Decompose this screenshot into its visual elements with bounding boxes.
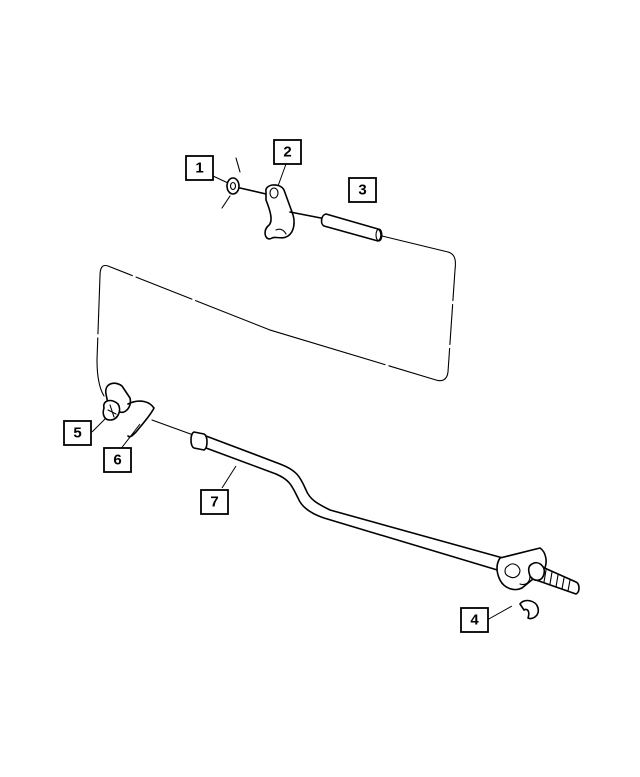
callout-1: 1 [185,155,214,181]
cable-loop [96,235,457,397]
cable-lower-run [96,264,271,397]
callout-6-label: 6 [113,452,121,469]
callout-2-label: 2 [283,144,291,161]
callout-7: 7 [200,489,229,515]
callout-3-label: 3 [358,182,366,199]
sleeve-part-3 [320,213,383,242]
e-clip-part-4 [519,599,540,620]
leader-lines [91,163,513,621]
callout-7-label: 7 [210,494,218,511]
cable-to-rod [151,419,197,437]
callout-4: 4 [460,607,489,633]
shift-rod-part-7 [190,431,580,595]
leader-1 [212,175,229,184]
leader-2 [277,163,287,187]
leader-5 [91,417,107,433]
cable-end-part-5 [102,382,132,421]
lever-shaft [239,187,267,195]
leader-4 [486,605,513,621]
cable-upper-run [269,235,457,382]
callout-4-label: 4 [470,612,479,629]
lever-part-2 [264,184,295,240]
lever-assembly [221,157,383,242]
callout-2: 2 [273,139,302,165]
leader-7 [221,465,237,489]
callout-5-label: 5 [73,425,81,442]
leader-6 [119,423,141,451]
upper-rod [289,211,327,220]
callout-5: 5 [63,420,92,446]
callout-6: 6 [103,447,132,473]
callout-1-label: 1 [195,160,203,177]
bushing-part-1 [226,177,240,195]
retainer-wire [221,157,241,209]
clip-part-6 [127,400,155,438]
callout-3: 3 [348,177,377,203]
